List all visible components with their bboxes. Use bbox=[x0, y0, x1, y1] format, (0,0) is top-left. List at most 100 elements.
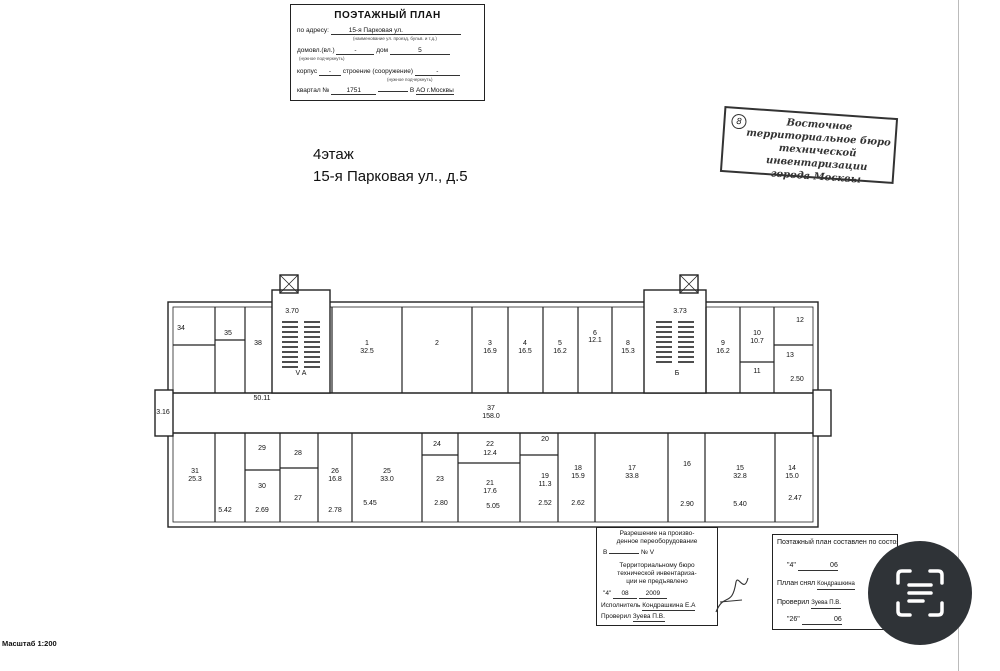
compiled-checked-row: Проверил Зуева П.В. bbox=[777, 598, 897, 609]
room-17-area: 33.8 bbox=[625, 473, 639, 480]
stair-tower-left bbox=[271, 289, 331, 394]
stamp-korpus-row: корпус - строение (сооружение) - bbox=[297, 68, 482, 76]
scan-text-button[interactable] bbox=[868, 541, 972, 645]
room-34-no: 34 bbox=[177, 325, 185, 332]
room-1-area: 32.5 bbox=[360, 348, 374, 355]
address-value: 15-я Парковая ул. bbox=[348, 27, 403, 34]
permit-body-line1: Территориальному бюро bbox=[619, 562, 695, 569]
compiled-title: Поэтажный план составлен по состоянию на bbox=[777, 539, 897, 546]
permit-title: Разрешение на произво- денное переоборуд… bbox=[597, 530, 717, 546]
permit-executor-row: Исполнитель Кондрашкина Е.А bbox=[601, 602, 717, 611]
room-31-area: 25.3 bbox=[188, 476, 202, 483]
permit-date-day: 4 bbox=[605, 590, 609, 597]
room-8-area: 15.3 bbox=[621, 348, 635, 355]
permit-box: Разрешение на произво- денное переоборуд… bbox=[596, 527, 718, 626]
room-3-area: 16.9 bbox=[483, 348, 497, 355]
house-hint: (нужное подчеркнуть) bbox=[299, 56, 345, 61]
kvartal-value: 1751 bbox=[346, 87, 361, 94]
left-dimension: 3.16 bbox=[156, 409, 170, 416]
room-9-area: 16.2 bbox=[716, 348, 730, 355]
room-23-no: 23 bbox=[436, 476, 444, 483]
compiled-plan-row: Пллан снял Кондрашкина bbox=[777, 579, 897, 590]
room-21-area: 17.6 bbox=[483, 488, 497, 495]
top-room-walls bbox=[173, 307, 813, 393]
permit-title-line2: денное переоборудование bbox=[616, 538, 698, 545]
vent-left bbox=[279, 274, 299, 294]
compiled-checked-label: Проверил bbox=[777, 599, 810, 606]
stamp-house-row: домовл.(вл.) - дом 5 bbox=[297, 47, 477, 55]
room-25-no: 25 bbox=[383, 468, 391, 475]
corridor-area: 158.0 bbox=[482, 413, 500, 420]
bottom-dim-9: 2.90 bbox=[680, 501, 694, 508]
room-31-no: 31 bbox=[191, 468, 199, 475]
room-14-area: 15.0 bbox=[785, 473, 799, 480]
stroenie-value: - bbox=[436, 68, 439, 75]
dom-value: 5 bbox=[418, 47, 422, 54]
stamp-kvartal-row: квартал № 1751 В АО г.Москвы bbox=[297, 87, 482, 95]
room-26-area: 16.8 bbox=[328, 476, 342, 483]
address-hint: (наименование ул. проезд, бульв. и т.д.) bbox=[353, 36, 437, 41]
stamp-address-row: по адресу: 15-я Парковая ул. bbox=[297, 27, 477, 35]
house-label: домовл.(вл.) bbox=[297, 47, 335, 54]
compiled-date2-day: 26 bbox=[789, 616, 798, 623]
room-35-no: 35 bbox=[224, 330, 232, 337]
permit-date-row: "4" 08 2009 bbox=[603, 590, 717, 599]
bottom-dim-1: 5.42 bbox=[218, 507, 232, 514]
scale-label: Масштаб 1:200 bbox=[2, 639, 57, 648]
bottom-dim-11: 2.47 bbox=[788, 495, 802, 502]
stairs-right bbox=[656, 321, 694, 363]
compiled-date2-row: "26" 06 bbox=[787, 616, 842, 625]
room-20-no: 20 bbox=[541, 436, 549, 443]
bottom-dim-2: 2.69 bbox=[255, 507, 269, 514]
scan-text-icon bbox=[896, 569, 944, 617]
room-10-no: 10 bbox=[753, 330, 761, 337]
page-edge-line bbox=[958, 0, 959, 671]
room-6-no: 6 bbox=[593, 330, 597, 337]
room-10-area: 10.7 bbox=[750, 338, 764, 345]
room-28-no: 28 bbox=[294, 450, 302, 457]
permit-body: Территориальному бюро технической инвент… bbox=[597, 562, 717, 586]
stairs-left bbox=[282, 321, 320, 368]
room-19-area: 11.3 bbox=[538, 481, 551, 488]
stair-left-dimension: 3.70 bbox=[285, 308, 299, 315]
bottom-room-labels: 31 25.3 30 29 27 28 26 16.8 25 33.0 23 2… bbox=[188, 436, 799, 502]
permit-v-row: В № V bbox=[603, 549, 717, 557]
room-30-no: 30 bbox=[258, 483, 266, 490]
left-end-bay bbox=[154, 389, 174, 437]
bottom-dim-5: 2.80 bbox=[434, 500, 448, 507]
bottom-dim-7: 2.52 bbox=[538, 500, 552, 507]
stamp-title: ПОЭТАЖНЫЙ ПЛАН bbox=[334, 10, 441, 21]
bottom-dim-3: 2.78 bbox=[328, 507, 342, 514]
compiled-date-month: 06 bbox=[830, 562, 838, 569]
permit-v: В bbox=[603, 549, 608, 556]
stair-left-letter: V A bbox=[296, 370, 307, 377]
room-25-area: 33.0 bbox=[380, 476, 394, 483]
room-22-area: 12.4 bbox=[483, 450, 497, 457]
room-11-no: 11 bbox=[753, 368, 760, 375]
room-15-area: 32.8 bbox=[733, 473, 747, 480]
permit-body-line2: технической инвентариза- bbox=[617, 570, 697, 577]
plan-dimension-labels: 50.11 37 158.0 3.16 3.70 V A 3.73 Б 2.50… bbox=[156, 308, 804, 514]
room-18-area: 15.9 bbox=[571, 473, 585, 480]
room-26-no: 26 bbox=[331, 468, 339, 475]
room-18-no: 18 bbox=[574, 465, 582, 472]
compiled-plan-label: Пллан снял bbox=[777, 580, 816, 587]
signature-scribble bbox=[715, 577, 749, 613]
bottom-dim-6: 5.05 bbox=[486, 503, 500, 510]
top-room-labels: 34 35 38 1 32.5 2 3 16.9 4 16.5 5 16.2 6… bbox=[177, 317, 804, 375]
corridor-length: 50.11 bbox=[254, 395, 271, 402]
room-5-area: 16.2 bbox=[553, 348, 567, 355]
room-13-no: 13 bbox=[786, 352, 794, 359]
room-15-no: 15 bbox=[736, 465, 744, 472]
bottom-dim-4: 5.45 bbox=[363, 500, 377, 507]
room-1-no: 1 bbox=[365, 340, 369, 347]
bottom-dim-10: 5.40 bbox=[733, 501, 747, 508]
permit-executor-value: Кондрашкина Е.А bbox=[642, 602, 696, 609]
room-17-no: 17 bbox=[628, 465, 636, 472]
compiled-date-day: 4 bbox=[789, 562, 794, 569]
room-24-no: 24 bbox=[433, 441, 441, 448]
korpus-value: - bbox=[328, 68, 331, 75]
room-21-no: 21 bbox=[486, 480, 494, 487]
room-2-no: 2 bbox=[435, 340, 439, 347]
